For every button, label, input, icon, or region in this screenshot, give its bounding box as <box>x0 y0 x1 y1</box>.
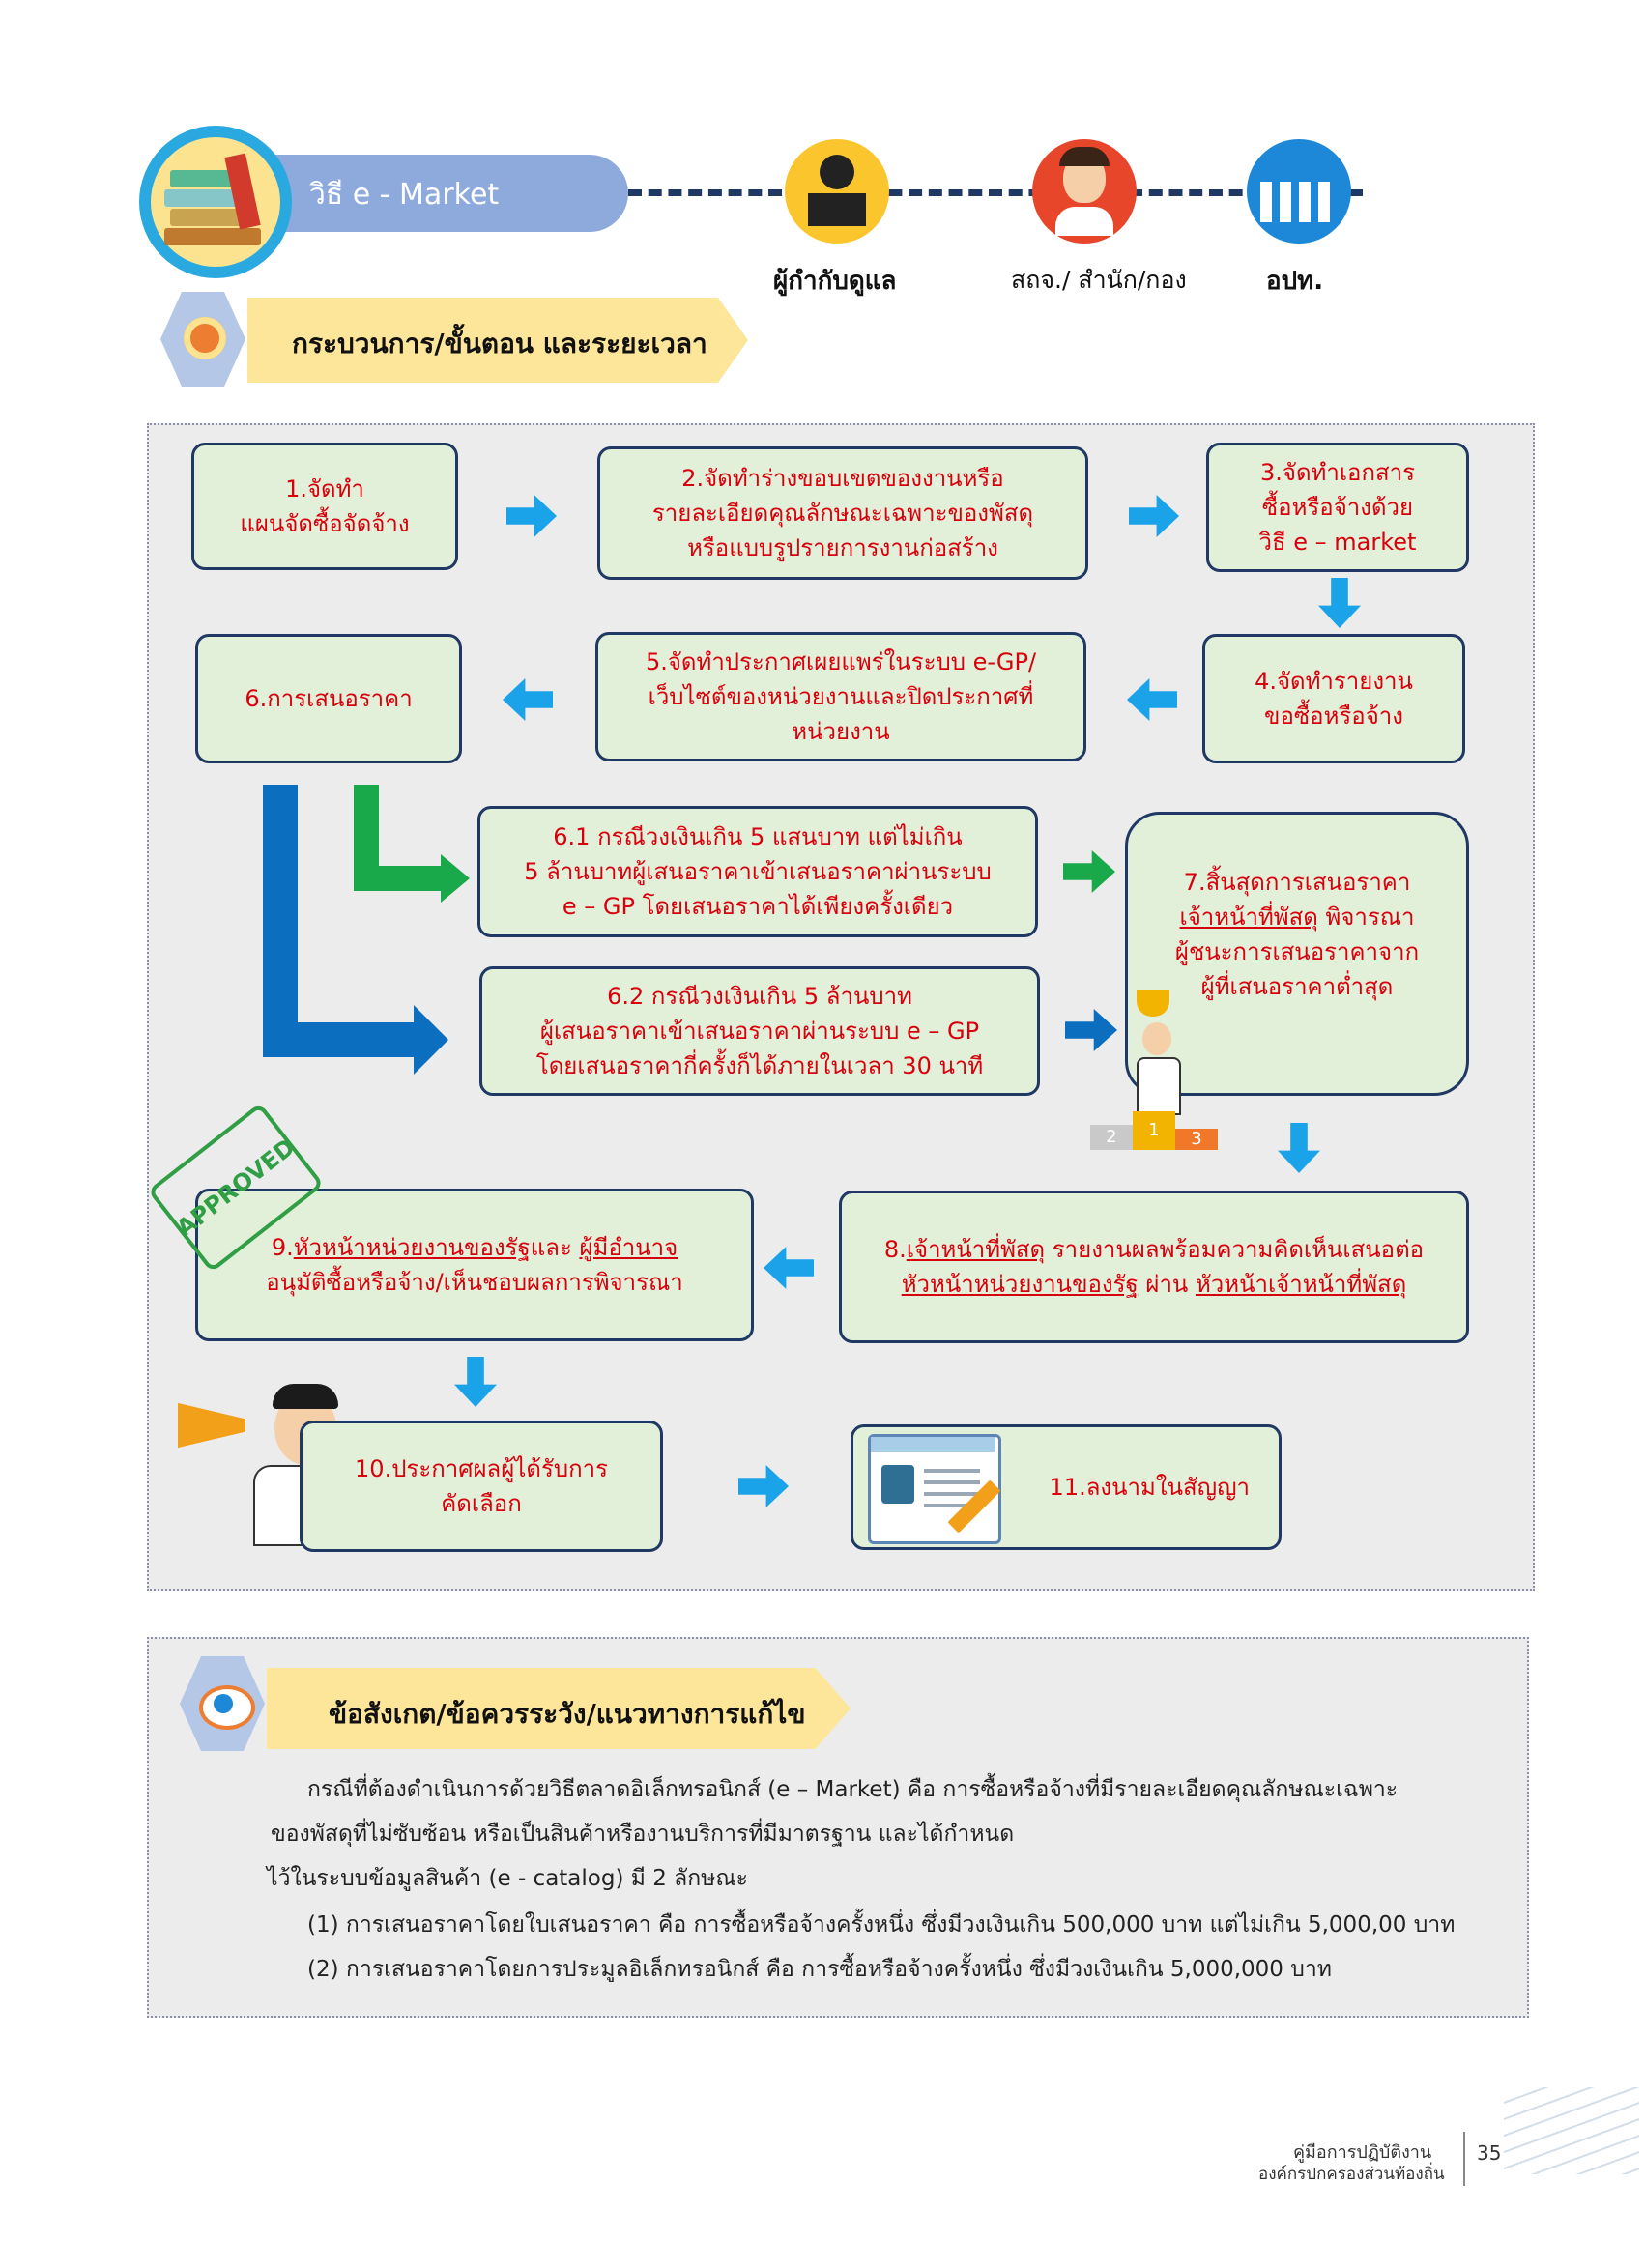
winner-figure-icon <box>1142 1022 1171 1055</box>
step-5-line: หน่วยงาน <box>646 714 1036 749</box>
role-label-local-org: อปท. <box>1266 261 1323 301</box>
step-8-box: 8.เจ้าหน้าที่พัสดุ รายงานผลพร้อมความคิดเ… <box>839 1191 1469 1343</box>
step-9-underlined: ผู้มีอำนาจ <box>579 1234 678 1261</box>
step-2-line: รายละเอียดคุณลักษณะเฉพาะของพัสดุ <box>652 496 1033 531</box>
step-4-line: ขอซื้อหรือจ้าง <box>1255 699 1413 733</box>
step-9-underlined: หัวหน้าหน่วยงานของรัฐ <box>294 1234 531 1261</box>
step-8-line: หัวหน้าหน่วยงานของรัฐ ผ่าน หัวหน้าเจ้าหน… <box>884 1267 1424 1302</box>
step-9-line: อนุมัติซื้อหรือจ้าง/เห็นชอบผลการพิจารณา <box>266 1265 682 1300</box>
step-6-1-line: 6.1 กรณีวงเงินเกิน 5 แสนบาท แต่ไม่เกิน <box>524 819 992 854</box>
role-label-office: สถจ./ สำนัก/กอง <box>1011 261 1187 300</box>
step-7-box: 7.สิ้นสุดการเสนอราคา เจ้าหน้าที่พัสดุ พิ… <box>1125 812 1469 1096</box>
books-icon-part <box>164 228 261 245</box>
method-label: วิธี e - Market <box>309 172 499 217</box>
step-8-underlined: เจ้าหน้าที่พัสดุ <box>907 1236 1045 1263</box>
step-5-line: เว็บไซต์ของหน่วยงานและปิดประกาศที่ <box>646 679 1036 714</box>
footer-divider <box>1463 2132 1465 2186</box>
notes-line: กรณีที่ต้องดำเนินการด้วยวิธีตลาดอิเล็กทร… <box>307 1772 1398 1807</box>
contract-doc-header <box>871 1437 995 1452</box>
step-6-2-box: 6.2 กรณีวงเงินเกิน 5 ล้านบาทผู้เสนอราคาเ… <box>479 966 1040 1096</box>
step-9-line: 9.หัวหน้าหน่วยงานของรัฐและ ผู้มีอำนาจ <box>266 1230 682 1265</box>
notes-line: (2) การเสนอราคาโดยการประมูลอิเล็กทรอนิกส… <box>307 1952 1332 1987</box>
step-3-line: 3.จัดทำเอกสาร <box>1259 455 1417 490</box>
officer-icon-shirt <box>1055 207 1113 236</box>
branch-arrow-6-2-horizontal <box>263 1022 418 1057</box>
podium-2: 2 <box>1090 1125 1133 1150</box>
step-6-2-line: 6.2 กรณีวงเงินเกิน 5 ล้านบาท <box>536 979 983 1014</box>
footer-line-2: องค์กรปกครองส่วนท้องถิ่น <box>1258 2161 1445 2187</box>
page-number: 35 <box>1477 2141 1501 2165</box>
podium-1: 1 <box>1133 1111 1175 1150</box>
step-2-line: หรือแบบรูปรายการงานก่อสร้าง <box>652 531 1033 565</box>
step-1-line: 1.จัดทำ <box>240 472 409 506</box>
step-10-line: 10.ประกาศผลผู้ได้รับการ <box>355 1451 608 1486</box>
step-10-line: คัดเลือก <box>355 1486 608 1521</box>
announcer-hair <box>273 1384 338 1409</box>
step-8-underlined: หัวหน้าเจ้าหน้าที่พัสดุ <box>1196 1271 1406 1298</box>
books-icon-part <box>164 189 242 207</box>
notes-line: (1) การเสนอราคาโดยใบเสนอราคา คือ การซื้อ… <box>307 1908 1455 1942</box>
step-6-2-line: โดยเสนอราคากี่ครั้งก็ได้ภายในเวลา 30 นาท… <box>536 1048 983 1083</box>
step-6-line: 6.การเสนอราคา <box>245 681 412 716</box>
step-9-text: 9. <box>272 1234 294 1261</box>
step-6-box: 6.การเสนอราคา <box>195 634 462 763</box>
step-7-line: ผู้ชนะการเสนอราคาจาก <box>1175 934 1419 969</box>
step-8-text: รายงานผลพร้อมความคิดเห็นเสนอต่อ <box>1045 1236 1424 1263</box>
step-8-text: ผ่าน <box>1139 1271 1196 1298</box>
step-8-line: 8.เจ้าหน้าที่พัสดุ รายงานผลพร้อมความคิดเ… <box>884 1232 1424 1267</box>
step-7-line: 7.สิ้นสุดการเสนอราคา <box>1175 865 1419 900</box>
contract-doc-photo <box>881 1465 914 1504</box>
step-6-1-line: 5 ล้านบาทผู้เสนอราคาเข้าเสนอราคาผ่านระบบ <box>524 854 992 889</box>
branch-arrow-6-2 <box>263 785 298 1057</box>
step-3-line: ซื้อหรือจ้างด้วย <box>1259 490 1417 525</box>
branch-arrow-6-1-horizontal <box>354 866 443 891</box>
step-8-text: 8. <box>884 1236 907 1263</box>
step-3-box: 3.จัดทำเอกสารซื้อหรือจ้างด้วยวิธี e – ma… <box>1206 443 1469 572</box>
step-1-box: 1.จัดทำแผนจัดซื้อจัดจ้าง <box>191 443 458 570</box>
notes-line: ไว้ในระบบข้อมูลสินค้า (e - catalog) มี 2… <box>267 1861 748 1896</box>
step-3-line: วิธี e – market <box>1259 525 1417 560</box>
step-9-text: และ <box>531 1234 580 1261</box>
notes-title: ข้อสังเกต/ข้อควรระวัง/แนวทางการแก้ไข <box>329 1693 806 1736</box>
step-7-line: ผู้ที่เสนอราคาต่ำสุด <box>1175 969 1419 1004</box>
step-2-box: 2.จัดทำร่างขอบเขตของงานหรือรายละเอียดคุณ… <box>597 446 1088 580</box>
gear-icon <box>184 317 226 359</box>
step-8-underlined: หัวหน้าหน่วยงานของรัฐ <box>902 1271 1139 1298</box>
supervisor-icon-podium <box>808 193 866 226</box>
step-6-2-line: ผู้เสนอราคาเข้าเสนอราคาผ่านระบบ e – GP <box>536 1014 983 1048</box>
books-icon-part <box>170 209 244 226</box>
step-1-line: แผนจัดซื้อจัดจ้าง <box>240 506 409 541</box>
step-11-line: 11.ลงนามในสัญญา <box>1050 1470 1250 1505</box>
step-7-line: เจ้าหน้าที่พัสดุ พิจารณา <box>1175 900 1419 934</box>
step-10-box: 10.ประกาศผลผู้ได้รับการคัดเลือก <box>300 1421 663 1552</box>
step-2-line: 2.จัดทำร่างขอบเขตของงานหรือ <box>652 461 1033 496</box>
step-7-underlined: เจ้าหน้าที่พัสดุ <box>1180 904 1318 931</box>
process-title: กระบวนการ/ขั้นตอน และระยะเวลา <box>292 323 707 365</box>
winner-figure-body <box>1137 1057 1181 1115</box>
step-5-box: 5.จัดทำประกาศเผยแพร่ในระบบ e-GP/เว็บไซต์… <box>595 632 1086 761</box>
step-6-1-line: e – GP โดยเสนอราคาได้เพียงครั้งเดียว <box>524 889 992 924</box>
notes-line: ของพัสดุที่ไม่ซับซ้อน หรือเป็นสินค้าหรือ… <box>271 1817 1014 1852</box>
step-5-line: 5.จัดทำประกาศเผยแพร่ในระบบ e-GP/ <box>646 645 1036 679</box>
eye-icon-pupil <box>214 1694 233 1713</box>
step-4-line: 4.จัดทำรายงาน <box>1255 664 1413 699</box>
podium-3: 3 <box>1175 1129 1218 1150</box>
supervisor-icon-figure <box>820 155 854 189</box>
step-7-text: พิจารณา <box>1318 904 1415 931</box>
role-label-supervisor: ผู้กำกับดูแล <box>773 261 896 301</box>
circuit-decoration <box>1504 2087 1639 2174</box>
step-4-box: 4.จัดทำรายงานขอซื้อหรือจ้าง <box>1202 634 1465 763</box>
